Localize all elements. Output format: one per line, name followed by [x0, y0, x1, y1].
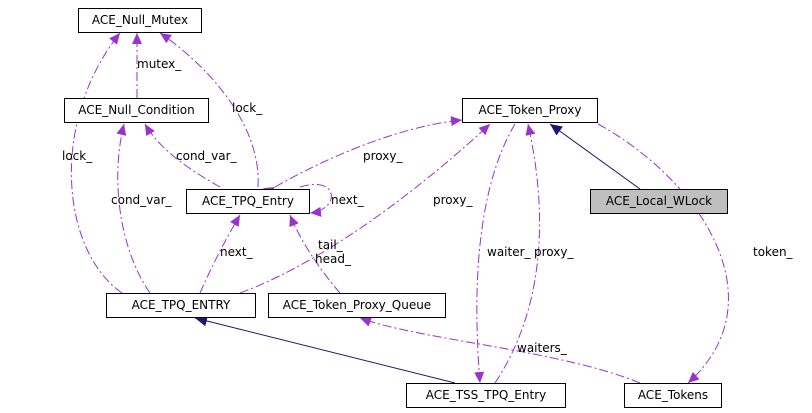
- label-cond-var-top: cond_var_: [176, 149, 237, 163]
- node-ace-tpq-entry-upper[interactable]: ACE_TPQ_ENTRY: [106, 293, 256, 318]
- edge-inherit-local-wlock: [549, 123, 641, 190]
- node-ace-token-proxy-queue[interactable]: ACE_Token_Proxy_Queue: [268, 293, 446, 318]
- label-lock-left: lock_: [62, 149, 93, 163]
- node-ace-local-wlock[interactable]: ACE_Local_WLock: [590, 189, 728, 214]
- edge-tail-head: [289, 214, 341, 294]
- edge-waiter: [474, 123, 516, 384]
- node-ace-tpq-entry[interactable]: ACE_TPQ_Entry: [186, 189, 310, 214]
- label-mutex: mutex_: [137, 57, 182, 71]
- edge-next-lower: [199, 214, 241, 294]
- label-next-self: next_: [331, 193, 364, 207]
- label-proxy-top: proxy_: [363, 149, 403, 163]
- edge-next-self: [299, 184, 332, 217]
- label-waiter: waiter_: [487, 245, 531, 259]
- label-head: head_: [315, 252, 351, 266]
- label-tail: tail_: [318, 238, 343, 252]
- edge-proxy-mid: [239, 123, 491, 294]
- label-proxy-mid: proxy_: [433, 193, 473, 207]
- label-lock-mid: lock_: [232, 101, 263, 115]
- label-cond-var-left: cond_var_: [111, 193, 172, 207]
- edge-token: [597, 123, 729, 384]
- node-ace-tss-tpq-entry[interactable]: ACE_TSS_TPQ_Entry: [406, 383, 566, 408]
- label-proxy-right: proxy_: [534, 245, 574, 259]
- edge-cond-var-top: [144, 123, 221, 188]
- node-ace-null-mutex[interactable]: ACE_Null_Mutex: [78, 8, 202, 33]
- node-ace-token-proxy[interactable]: ACE_Token_Proxy: [462, 98, 598, 123]
- node-ace-tokens[interactable]: ACE_Tokens: [624, 383, 722, 408]
- label-waiters: waiters_: [517, 341, 567, 355]
- label-token: token_: [753, 245, 793, 259]
- edge-inherit-tss: [194, 315, 456, 384]
- node-ace-null-condition[interactable]: ACE_Null_Condition: [64, 98, 209, 123]
- edge-proxy-top: [262, 116, 463, 197]
- edge-lock-left: [71, 32, 123, 294]
- label-next-lower: next_: [220, 245, 253, 259]
- edge-waiters: [359, 317, 641, 384]
- edge-lock-mid: [159, 32, 259, 188]
- edge-cond-var-left: [116, 123, 151, 294]
